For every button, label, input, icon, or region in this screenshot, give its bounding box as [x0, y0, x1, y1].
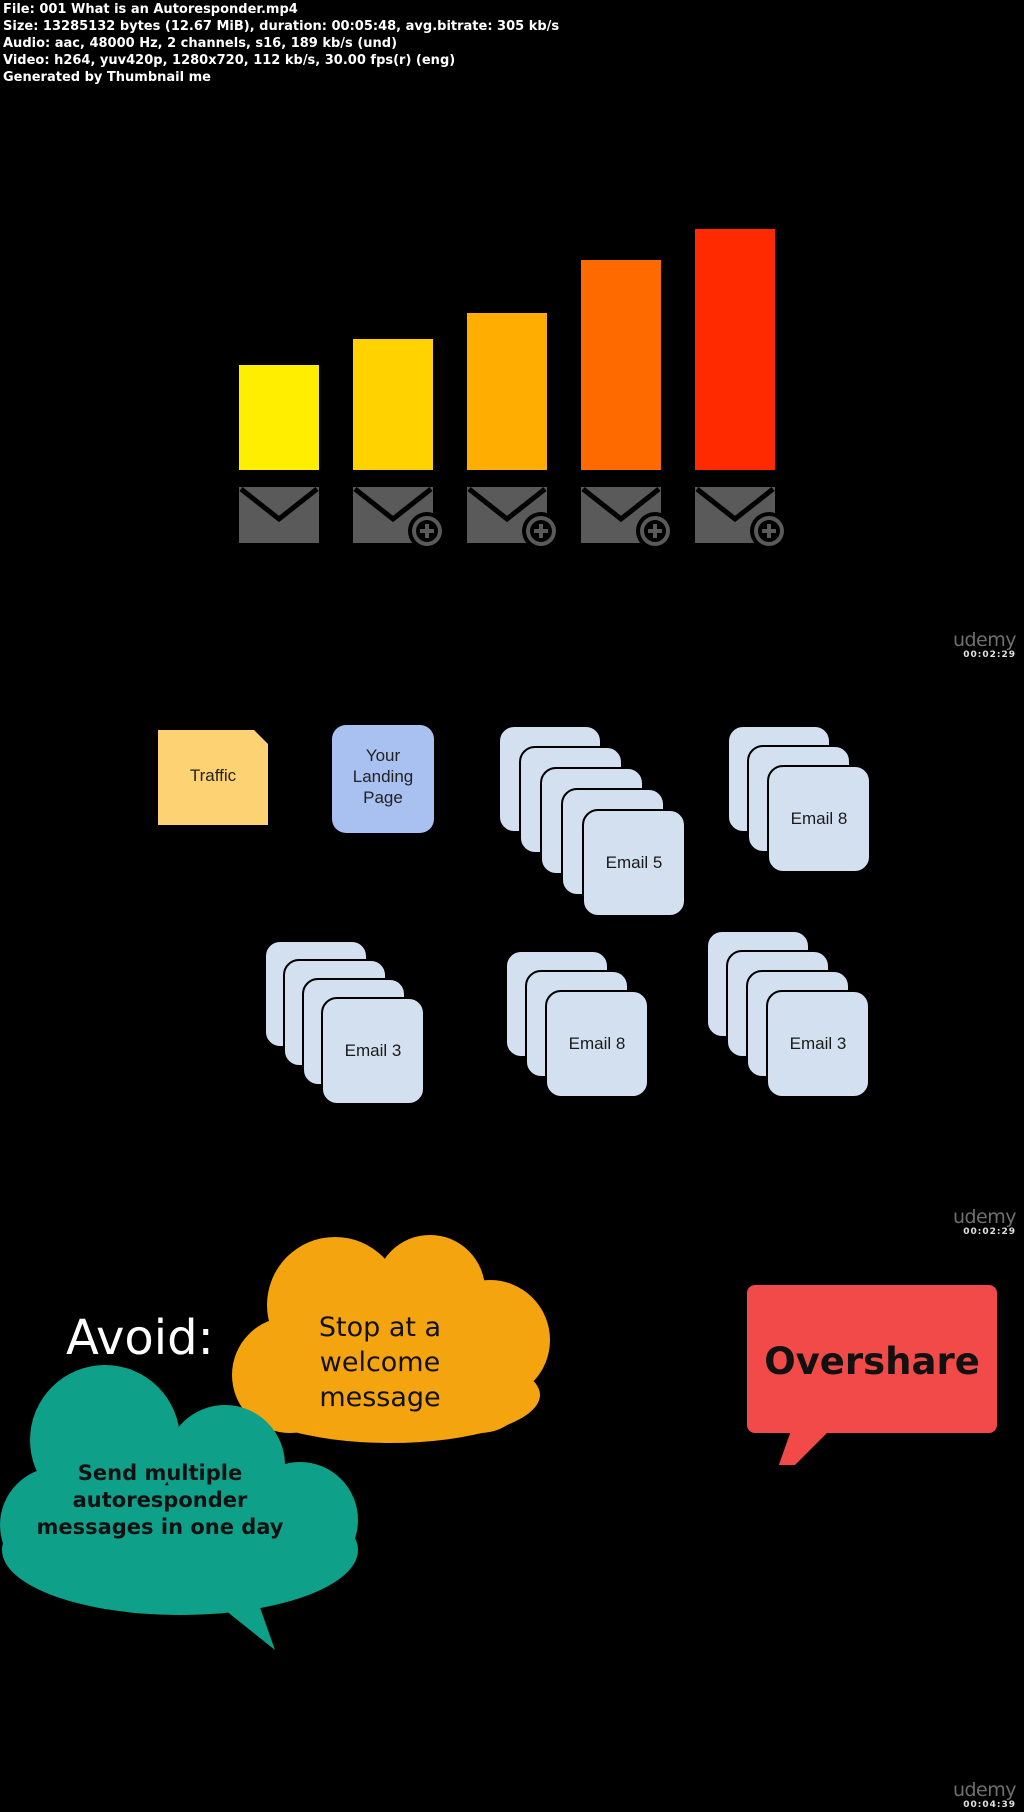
envelope-plus-icon [581, 485, 681, 555]
orange-line-3: message [319, 1382, 441, 1413]
orange-cloud [232, 1235, 550, 1443]
thumbnail-frame-1: udemy 00:02:29 [0, 80, 1024, 665]
email-stack-label: Email 8 [790, 809, 848, 828]
thumbnail-frame-2: Traffic Your Landing Page Email 5 Email 8… [0, 665, 1024, 1250]
frame-timestamp: 00:02:29 [963, 650, 1016, 660]
email-stack-label: Email 5 [605, 853, 663, 872]
bar-5 [695, 228, 775, 470]
email-stack-label: Email 3 [344, 1041, 402, 1060]
udemy-logo: udemy [952, 629, 1017, 651]
overshare-label: Overshare [764, 1340, 980, 1383]
size-info-line: Size: 13285132 bytes (12.67 MiB), durati… [3, 19, 560, 34]
bar-4 [581, 260, 661, 470]
udemy-watermark: udemy 00:04:39 [952, 1779, 1017, 1810]
audio-info-line: Audio: aac, 48000 Hz, 2 channels, s16, 1… [3, 36, 398, 51]
frame-timestamp: 00:04:39 [963, 1800, 1016, 1810]
teal-line-3: messages in one day [36, 1515, 284, 1539]
email-card [582, 809, 686, 917]
avoid-heading: Avoid: [66, 1310, 214, 1366]
bar-3 [467, 312, 547, 470]
orange-cloud-text: Stop at a welcome message [290, 1310, 470, 1415]
bar-2 [353, 338, 433, 470]
envelope-plus-icon [467, 485, 567, 555]
landing-page-label: Your Landing Page [332, 745, 434, 808]
orange-line-1: Stop at a [318, 1312, 442, 1343]
email-stack-label: Email 8 [568, 1034, 626, 1053]
frame-timestamp: 00:02:29 [963, 1227, 1016, 1237]
teal-cloud [0, 1365, 358, 1650]
file-info-header: File: 001 What is an Autoresponder.mp4 S… [3, 1, 559, 86]
teal-line-1: Send multiple [77, 1461, 243, 1485]
traffic-note: Traffic [158, 730, 268, 825]
thumbnail-frame-3: Avoid: Stop at a welcome message Send mu… [0, 1230, 1024, 1812]
email-card [321, 997, 425, 1105]
udemy-logo: udemy [952, 1779, 1017, 1801]
landing-page-box: Your Landing Page [332, 725, 434, 833]
envelope-plus-icon [695, 485, 795, 555]
envelope-icon [239, 485, 339, 555]
traffic-label: Traffic [189, 766, 237, 785]
landing-line-2: Landing [352, 767, 414, 786]
landing-line-3: Page [363, 788, 403, 807]
email-card [766, 990, 870, 1098]
landing-line-1: Your [365, 746, 401, 765]
video-info-line: Video: h264, yuv420p, 1280x720, 112 kb/s… [3, 53, 456, 68]
udemy-watermark: udemy 00:02:29 [952, 629, 1017, 660]
overshare-bubble [747, 1285, 997, 1465]
udemy-watermark: udemy 00:02:29 [952, 1206, 1017, 1237]
teal-cloud-text: Send multiple autoresponder messages in … [20, 1460, 300, 1541]
udemy-logo: udemy [952, 1206, 1017, 1228]
teal-line-2: autoresponder [72, 1488, 248, 1512]
generator-info-line: Generated by Thumbnail me [3, 70, 211, 85]
orange-line-2: welcome [319, 1347, 441, 1378]
bar-1 [239, 365, 319, 470]
envelope-plus-icon [353, 485, 453, 555]
file-info-line: File: 001 What is an Autoresponder.mp4 [3, 2, 298, 17]
email-card [545, 990, 649, 1098]
email-card [767, 765, 871, 873]
email-stack-label: Email 3 [789, 1034, 847, 1053]
traffic-note-shape [158, 730, 268, 825]
